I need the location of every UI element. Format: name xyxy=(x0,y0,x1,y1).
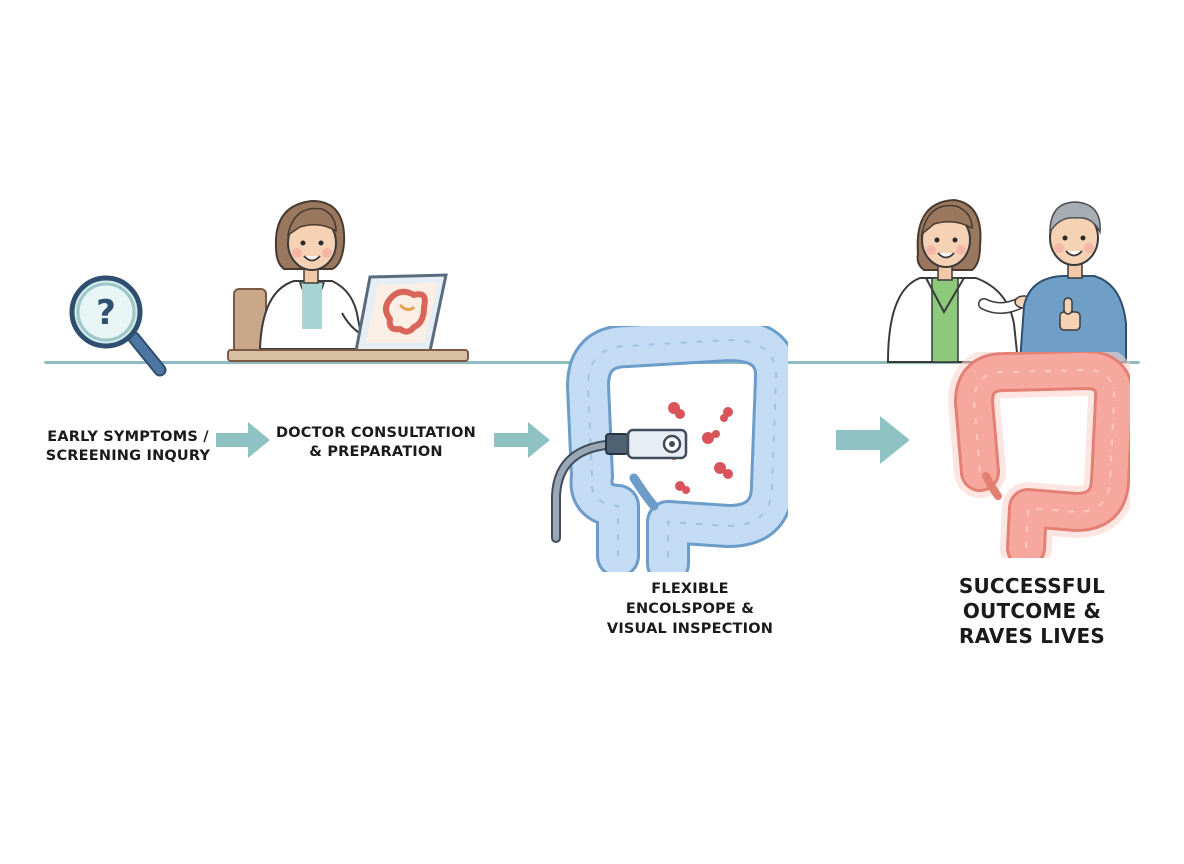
right-arrow-icon xyxy=(492,420,552,460)
step-1-line-2: SCREENING INQURY xyxy=(30,447,226,466)
step-4-line-3: RAVES LIVES xyxy=(924,624,1140,649)
step-1-line-1: EARLY SYMPTOMS / xyxy=(30,428,226,447)
step-3-line-1: FLEXIBLE xyxy=(586,579,794,599)
colon-with-endoscope-icon xyxy=(548,326,788,572)
doctor-and-patient-icon xyxy=(880,194,1130,364)
step-3-line-2: ENCOLSPOPE & xyxy=(586,599,794,619)
step-3-line-3: VISUAL INSPECTION xyxy=(586,619,794,639)
step-3-label: FLEXIBLE ENCOLSPOPE & VISUAL INSPECTION xyxy=(586,579,794,639)
step-4-label: SUCCESSFUL OUTCOME & RAVES LIVES xyxy=(924,574,1140,649)
step-2-line-2: & PREPARATION xyxy=(268,443,484,462)
step-2-line-1: DOCTOR CONSULTATION xyxy=(268,424,484,443)
step-4-line-2: OUTCOME & xyxy=(924,599,1140,624)
step-4-line-1: SUCCESSFUL xyxy=(924,574,1140,599)
step-1-label: EARLY SYMPTOMS / SCREENING INQURY xyxy=(30,428,226,466)
magnifying-glass-question-icon: ? xyxy=(62,272,178,382)
step-2-label: DOCTOR CONSULTATION & PREPARATION xyxy=(268,424,484,462)
right-arrow-icon xyxy=(834,414,912,466)
doctor-at-laptop-icon xyxy=(224,195,474,367)
healthy-colon-icon xyxy=(940,352,1130,558)
svg-text:?: ? xyxy=(96,293,116,333)
